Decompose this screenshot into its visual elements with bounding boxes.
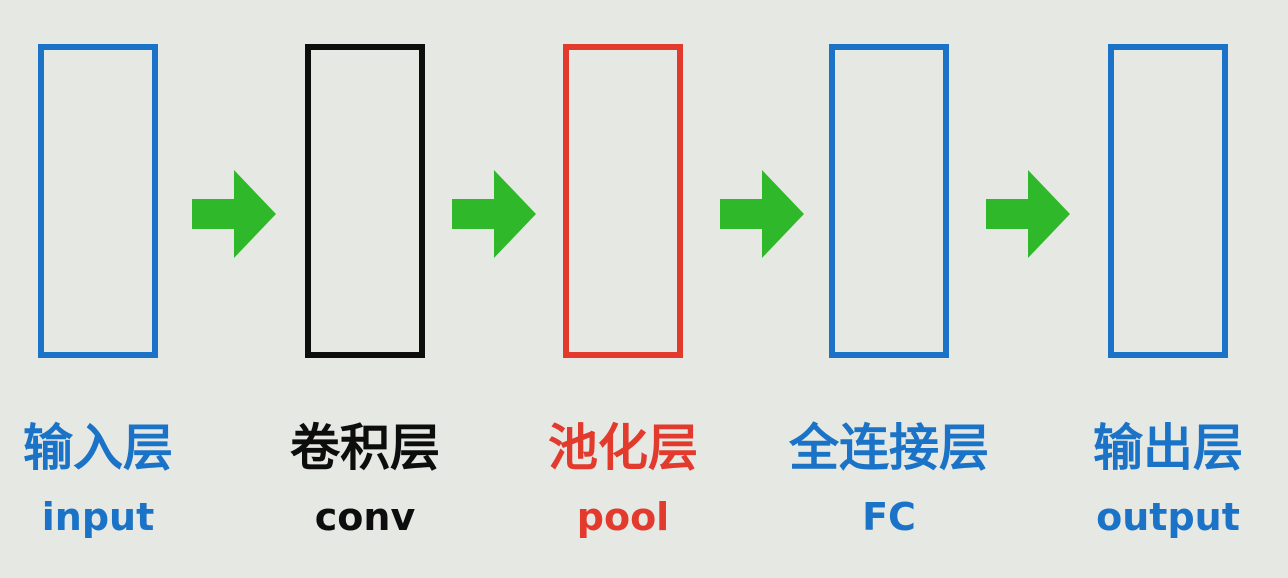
pool-layer-box — [563, 44, 683, 358]
right-arrow-icon — [986, 170, 1070, 258]
pool-layer-label-en: pool — [576, 495, 670, 539]
conv-layer-label-en: conv — [314, 495, 416, 539]
right-arrow-icon — [452, 170, 536, 258]
input-layer-label-en: input — [41, 495, 155, 539]
input-layer-label-cn: 输入层 — [23, 419, 173, 477]
output-layer-label-en: output — [1096, 495, 1240, 539]
fc-layer-label-cn: 全连接层 — [789, 419, 989, 477]
input-layer-box — [38, 44, 158, 358]
output-layer-label-cn: 输出层 — [1093, 419, 1243, 477]
conv-layer-box — [305, 44, 425, 358]
fc-layer-box — [829, 44, 949, 358]
right-arrow-icon — [192, 170, 276, 258]
right-arrow-icon — [720, 170, 804, 258]
pool-layer-label-cn: 池化层 — [548, 419, 698, 477]
conv-layer-label-cn: 卷积层 — [290, 419, 440, 477]
fc-layer-label-en: FC — [862, 495, 916, 539]
output-layer-box — [1108, 44, 1228, 358]
